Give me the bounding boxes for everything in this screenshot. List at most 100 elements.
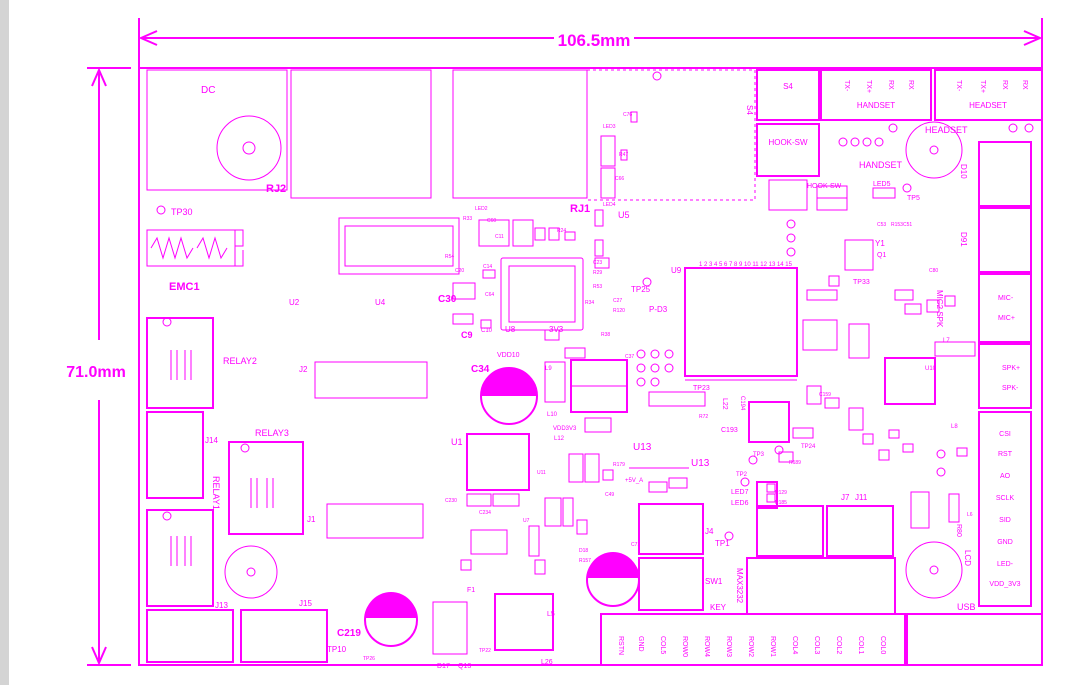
tp23-label: TP23 (693, 385, 710, 392)
part-label: LED2 (475, 206, 488, 212)
part-label: C37 (625, 354, 634, 360)
j4-connector (638, 503, 704, 555)
spk-pin: SPK+ (1002, 365, 1020, 372)
relay1: RELAY1 (146, 476, 221, 607)
part-label: R54 (445, 254, 454, 260)
part-label: C60 (487, 218, 496, 224)
lcd-pin: CSI (999, 431, 1011, 438)
tp2-label: TP2 (736, 472, 748, 478)
headset-pin: TX+ (979, 80, 986, 93)
c9-label: C9 (461, 330, 473, 340)
j2-label: J2 (299, 365, 308, 374)
c34-capacitor: C34 (471, 364, 538, 425)
3v3-label: 3V3 (549, 325, 564, 334)
usb-connector (906, 613, 1043, 666)
tp1-label: TP1 (715, 539, 730, 548)
u8-label: U8 (505, 325, 516, 334)
keypad-pin: COL5 (659, 636, 666, 654)
c71-label: C71 (631, 542, 640, 548)
max3232-label: MAX3232 (735, 568, 744, 604)
part-label: R47 (619, 152, 628, 158)
u2-label: U2 (289, 298, 300, 307)
emc1-label: EMC1 (169, 281, 200, 293)
u10-chip (884, 357, 936, 405)
u9-main-chip: U9 1 2 3 4 5 6 7 8 9 10 11 12 13 14 15 (671, 262, 798, 381)
part-label: C51 (903, 222, 912, 228)
l8-label: L8 (951, 424, 958, 430)
c230-label: C230 (445, 498, 457, 504)
scattered-components (460, 111, 968, 575)
s4-box-label: S4 (783, 82, 793, 91)
test-points (642, 71, 1034, 541)
part-label: R72 (699, 414, 708, 420)
width-label: 106.5mm (558, 31, 631, 50)
part-label: C76 (623, 112, 632, 118)
spk-pin: SPK- (1002, 385, 1019, 392)
l22-label: L22 (721, 398, 728, 410)
handset-pin: RX (887, 80, 894, 90)
width-dimension: 106.5mm (138, 18, 1043, 70)
key-label: KEY (710, 603, 727, 612)
relay2-label: RELAY2 (223, 356, 257, 366)
tp5-label: TP5 (907, 195, 920, 202)
relay3: RELAY3 (228, 428, 304, 535)
rj2-connector (290, 69, 432, 199)
headset-pin: RX (1001, 80, 1008, 90)
q13-label: Q13 (458, 663, 471, 670)
headset-label: HEADSET (925, 125, 968, 135)
spk-connector (978, 343, 1032, 409)
height-label: 71.0mm (66, 364, 126, 381)
tp24-label: TP24 (801, 444, 816, 450)
j7-header (756, 505, 824, 557)
j1-connector (326, 503, 424, 539)
rj2-label: RJ2 (266, 183, 286, 195)
height-dimension: 71.0mm (66, 67, 131, 666)
part-label: C20 (455, 268, 464, 274)
keypad-pin: COL2 (835, 636, 842, 654)
part-label: C80 (929, 268, 938, 274)
q1-label: Q1 (877, 252, 886, 259)
rj1-label: RJ1 (570, 203, 590, 215)
pcb-layout-svg: 106.5mm 71.0mm DC RJ2 RJ1 U5 S4 S4 HANDS… (66, 18, 1043, 670)
y1-label: Y1 (875, 239, 885, 248)
j14-label: J14 (205, 436, 218, 445)
handset-pin: TX- (843, 80, 850, 92)
dc-label: DC (201, 85, 215, 96)
c219-label: C219 (337, 628, 361, 639)
5v-label: +5V_A (625, 478, 643, 484)
part-label: R33 (463, 216, 472, 222)
d17-label: D17 (437, 663, 450, 670)
lcd-label: LCD (963, 550, 972, 566)
led5-label: LED5 (873, 181, 891, 188)
power-inductor (494, 593, 554, 651)
u4-chip (338, 217, 460, 275)
left-edge-bar (0, 0, 9, 685)
lcd-pin: RST (998, 451, 1013, 458)
j13-connector (146, 609, 234, 663)
c49-label: C49 (605, 492, 614, 498)
y1-crystal (844, 239, 874, 271)
c71-capacitor (586, 552, 640, 607)
part-label: R157 (579, 558, 591, 564)
led7-label: LED7 (731, 489, 749, 496)
c194-label: C194 (739, 396, 745, 411)
j14-connector (146, 411, 204, 499)
l26-label: L26 (541, 659, 553, 666)
part-label: C234 (479, 510, 491, 516)
pcb-silkscreen: 106.5mm 71.0mm DC RJ2 RJ1 U5 S4 S4 HANDS… (9, 0, 1077, 685)
j13-label: J13 (215, 601, 228, 610)
d10-connector (978, 141, 1032, 207)
mic-pin: MIC- (998, 295, 1014, 302)
mic-connector (978, 273, 1032, 343)
r80-label: R80 (955, 524, 962, 537)
tp33-label: TP33 (853, 279, 870, 286)
j15-connector (240, 609, 328, 663)
handset-pin: RX (907, 80, 914, 90)
part-label: R129 (775, 490, 787, 496)
keypad-pin: RSTN (617, 636, 624, 655)
sw1-switch (638, 557, 704, 611)
part-label: R34 (585, 300, 594, 306)
lcd-pin-labels: CSI RST AO SCLK SID GND LED- VDD_3V3 (989, 431, 1020, 588)
u7-label: U7 (523, 518, 530, 524)
keypad-pin: ROW0 (681, 636, 688, 657)
